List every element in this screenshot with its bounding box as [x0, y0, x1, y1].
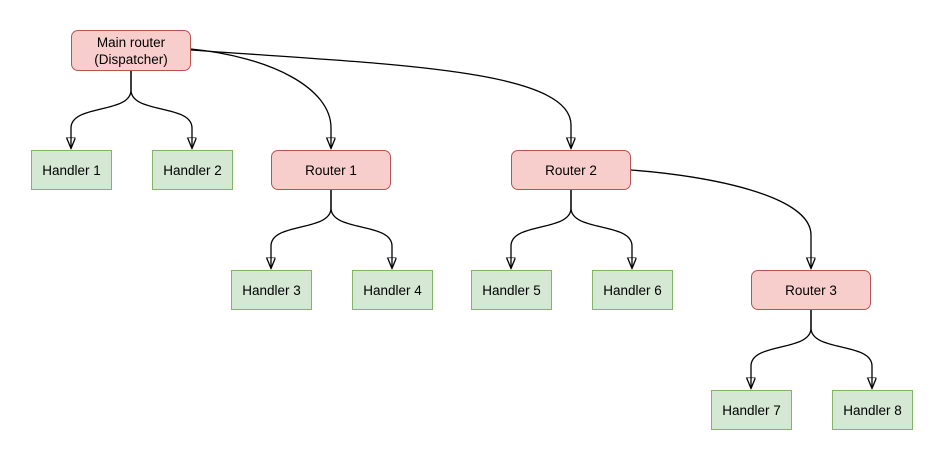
node-handler-2: Handler 2 — [152, 150, 233, 190]
edge-router-2-to-router-3 — [630, 169, 811, 268]
node-handler-7: Handler 7 — [711, 390, 792, 430]
node-handler-3: Handler 3 — [231, 270, 312, 310]
edge-router-3-to-handler-7 — [751, 310, 812, 388]
edge-main-router-to-router-2 — [190, 49, 571, 148]
node-label: Handler 6 — [603, 282, 662, 298]
node-main-router: Main router (Dispatcher) — [71, 30, 191, 71]
node-handler-8: Handler 8 — [832, 390, 913, 430]
node-sublabel: (Dispatcher) — [94, 51, 168, 67]
node-label: Handler 8 — [843, 402, 902, 418]
edge-router-1-to-handler-4 — [330, 190, 392, 268]
node-label: Handler 3 — [242, 282, 301, 298]
node-handler-6: Handler 6 — [592, 270, 673, 310]
node-router-1: Router 1 — [271, 150, 391, 190]
node-label: Main router — [96, 34, 166, 50]
node-label: Handler 1 — [42, 162, 101, 178]
edge-router-2-to-handler-5 — [511, 190, 572, 268]
node-label: Handler 5 — [482, 282, 541, 298]
node-label: Handler 2 — [163, 162, 222, 178]
node-router-3: Router 3 — [751, 270, 871, 310]
node-handler-5: Handler 5 — [471, 270, 552, 310]
node-label: Router 3 — [785, 282, 837, 298]
node-label: Router 2 — [545, 162, 597, 178]
edge-router-2-to-handler-6 — [570, 190, 632, 268]
edge-main-router-to-router-1 — [190, 48, 331, 148]
edge-main-router-to-handler-1 — [71, 71, 132, 148]
edge-router-3-to-handler-8 — [810, 310, 872, 388]
node-label: Router 1 — [305, 162, 357, 178]
node-handler-4: Handler 4 — [352, 270, 433, 310]
edge-router-1-to-handler-3 — [271, 190, 332, 268]
node-label: Handler 4 — [363, 282, 422, 298]
node-router-2: Router 2 — [511, 150, 631, 190]
edge-main-router-to-handler-2 — [130, 71, 192, 148]
node-handler-1: Handler 1 — [31, 150, 112, 190]
node-label: Handler 7 — [722, 402, 781, 418]
